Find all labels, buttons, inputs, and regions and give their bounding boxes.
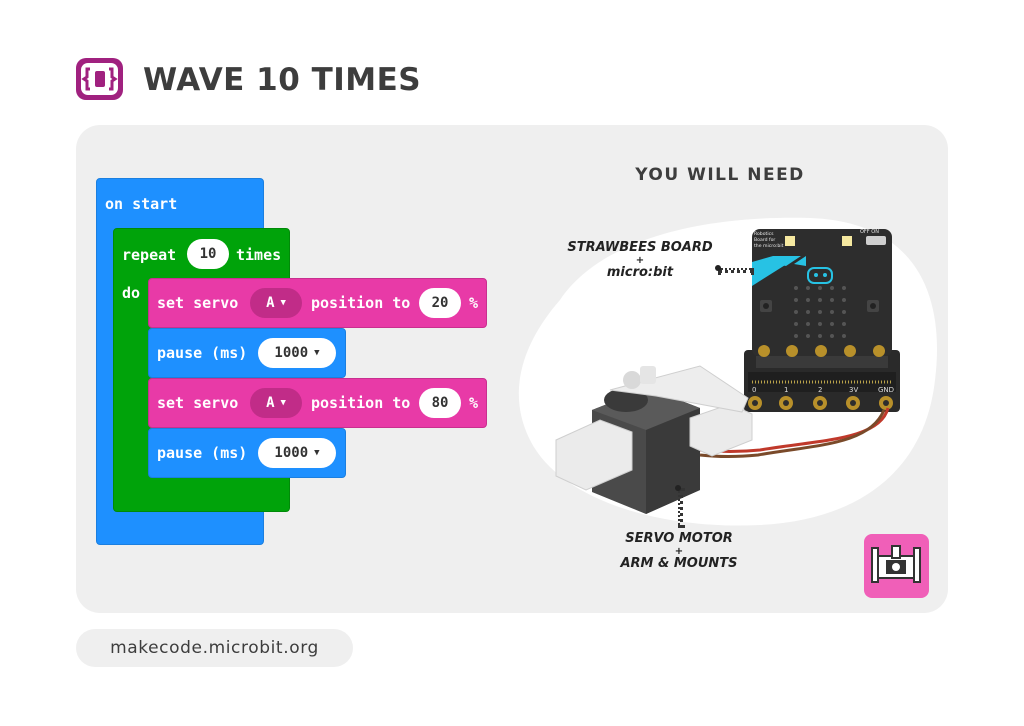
power-switch-label: OFF ON (860, 229, 879, 235)
pause-duration-dropdown[interactable]: 1000 ▼ (258, 338, 336, 368)
position-to-label: position to (311, 394, 411, 412)
caret-down-icon: ▼ (314, 348, 320, 358)
you-will-need-title: YOU WILL NEED (635, 165, 805, 185)
repeat-count-input[interactable]: 10 (187, 239, 229, 269)
percent-label: % (469, 294, 479, 312)
caret-down-icon: ▼ (280, 298, 286, 308)
on-start-label: on start (105, 195, 178, 213)
servo-callout-line2: ARM & MOUNTS (620, 556, 738, 571)
servo-callout: SERVO MOTOR + ARM & MOUNTS (604, 531, 754, 572)
do-label: do (122, 284, 141, 302)
servo-value: A (266, 295, 275, 311)
caret-down-icon: ▼ (314, 448, 320, 458)
caret-down-icon: ▼ (280, 398, 286, 408)
pause-duration-value: 1000 (274, 445, 309, 461)
robot-kit-badge (864, 534, 929, 598)
microbit-board (744, 229, 900, 412)
pause-label: pause (ms) (157, 344, 248, 362)
board-callout-line1: STRAWBEES BOARD (567, 240, 713, 255)
board-small-label: Robotics Board for the micro:bit (754, 232, 784, 249)
servo-motor (555, 365, 753, 514)
page-title: WAVE 10 TIMES (143, 62, 422, 98)
pin-label: 1 (784, 386, 789, 394)
pause-block[interactable]: pause (ms) 1000 ▼ (148, 328, 346, 378)
servo-callout-line1: SERVO MOTOR (625, 531, 733, 546)
board-callout-dot (715, 265, 721, 271)
pause-duration-dropdown[interactable]: 1000 ▼ (258, 438, 336, 468)
set-servo-label: set servo (157, 294, 239, 312)
pause-label: pause (ms) (157, 444, 248, 462)
pin-label: 3V (849, 386, 859, 394)
position-input[interactable]: 20 (419, 288, 461, 318)
pin-label: 2 (818, 386, 823, 394)
percent-label: % (469, 394, 479, 412)
set-servo-label: set servo (157, 394, 239, 412)
times-label: times (236, 246, 282, 264)
pin-label: GND (878, 386, 895, 394)
position-input[interactable]: 80 (419, 388, 461, 418)
board-callout-plus: + (635, 255, 645, 266)
servo-callout-dot (675, 485, 681, 491)
pause-duration-value: 1000 (274, 345, 309, 361)
board-callout-line2: micro:bit (606, 265, 674, 280)
set-servo-block[interactable]: set servo A ▼ position to 20 % (148, 278, 487, 328)
robot-icon (871, 545, 921, 583)
makecode-logo-icon (76, 58, 123, 100)
led-matrix (794, 286, 846, 338)
position-to-label: position to (311, 294, 411, 312)
servo-dropdown[interactable]: A ▼ (250, 388, 302, 418)
servo-dropdown[interactable]: A ▼ (250, 288, 302, 318)
servo-callout-leader (678, 488, 683, 528)
pause-block[interactable]: pause (ms) 1000 ▼ (148, 428, 346, 478)
servo-callout-plus: + (674, 546, 684, 557)
pin-labels: 0 1 2 3V GND (748, 386, 898, 396)
board-callout-leader (718, 268, 754, 273)
repeat-label: repeat (122, 246, 177, 264)
set-servo-block[interactable]: set servo A ▼ position to 80 % (148, 378, 487, 428)
makecode-url-link[interactable]: makecode.microbit.org (76, 629, 353, 667)
pin-label: 0 (752, 386, 757, 394)
board-callout: STRAWBEES BOARD + micro:bit (565, 240, 715, 281)
servo-value: A (266, 395, 275, 411)
